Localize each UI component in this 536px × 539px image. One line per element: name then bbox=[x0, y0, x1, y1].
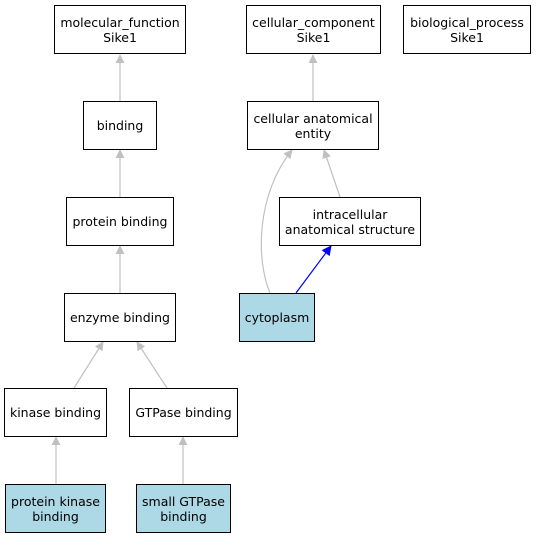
node-gtpase-binding[interactable]: GTPase binding bbox=[129, 388, 238, 437]
node-cellular-anatomical-entity[interactable]: cellular anatomical entity bbox=[247, 101, 379, 150]
node-label-line1: protein binding bbox=[72, 214, 168, 229]
node-label-line1: molecular_function bbox=[60, 14, 180, 30]
node-label-line1: intracellular bbox=[312, 206, 388, 222]
edge-cytoplasm-to-cellular-anatomical-entity bbox=[260, 149, 293, 294]
edge-kinase-binding-to-enzyme-binding bbox=[73, 341, 104, 389]
node-label-line2: binding bbox=[32, 508, 79, 524]
node-label-line1: enzyme binding bbox=[69, 310, 170, 325]
node-small-gtpase-binding[interactable]: small GTPase binding bbox=[136, 484, 231, 533]
node-kinase-binding[interactable]: kinase binding bbox=[4, 388, 107, 437]
node-label-line1: kinase binding bbox=[9, 405, 102, 420]
node-protein-kinase-binding[interactable]: protein kinase binding bbox=[5, 484, 106, 533]
node-cytoplasm[interactable]: cytoplasm bbox=[239, 293, 315, 342]
node-label-line1: biological_process bbox=[410, 14, 524, 30]
node-binding[interactable]: binding bbox=[83, 101, 157, 150]
node-label-line2: Sike1 bbox=[103, 29, 137, 45]
node-label-line2: Sike1 bbox=[296, 29, 331, 45]
node-protein-binding[interactable]: protein binding bbox=[66, 197, 174, 246]
node-molecular-function-sike1[interactable]: molecular_function Sike1 bbox=[54, 5, 186, 54]
edge-gtpase-binding-to-enzyme-binding bbox=[136, 341, 168, 389]
node-label-line2: Sike1 bbox=[450, 29, 484, 45]
node-label-line1: small GTPase bbox=[142, 493, 225, 509]
node-label-line1: cellular_component bbox=[252, 14, 375, 30]
node-label-line1: cytoplasm bbox=[244, 310, 310, 325]
node-label-line1: protein kinase bbox=[11, 493, 100, 509]
node-label-line2: anatomical structure bbox=[284, 221, 416, 237]
node-label-line2: entity bbox=[294, 125, 332, 141]
edge-cytoplasm-to-intracellular-structure bbox=[295, 245, 332, 294]
edge-intracellular-structure-to-cellular-anatomical-entity bbox=[322, 149, 341, 198]
node-enzyme-binding[interactable]: enzyme binding bbox=[64, 293, 176, 342]
node-intracellular-anatomical-structure[interactable]: intracellular anatomical structure bbox=[279, 197, 421, 246]
node-cellular-component-sike1[interactable]: cellular_component Sike1 bbox=[246, 5, 381, 54]
node-label-line1: binding bbox=[96, 118, 144, 133]
node-label-line2: binding bbox=[160, 508, 207, 524]
node-label-line1: GTPase binding bbox=[135, 405, 232, 420]
node-biological-process-sike1[interactable]: biological_process Sike1 bbox=[403, 5, 531, 54]
node-label-line1: cellular anatomical bbox=[253, 110, 373, 126]
